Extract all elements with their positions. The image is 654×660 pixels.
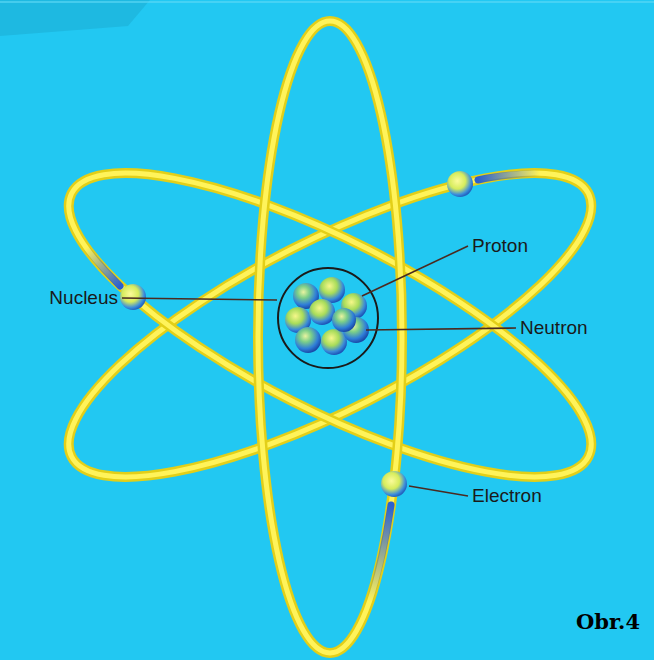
part-label: Proton [472, 234, 528, 258]
leader-line [409, 486, 468, 496]
orbit [258, 21, 402, 653]
nucleon [332, 308, 356, 332]
orbit-highlight [33, 118, 627, 533]
nucleon [295, 327, 321, 353]
electron-trail [87, 249, 120, 286]
orbit-highlight [258, 21, 402, 653]
electron-sphere [120, 284, 146, 310]
nucleus-circle [278, 268, 378, 368]
figure-number: Obr.4 [576, 610, 640, 634]
corner-band [0, 0, 150, 36]
electron-trail [478, 173, 538, 180]
leader-line [122, 298, 277, 300]
part-label: Electron [472, 484, 542, 508]
electron-sphere [447, 171, 473, 197]
leader-line [362, 246, 468, 296]
orbit [33, 118, 627, 533]
nucleon [309, 299, 335, 325]
electron-trail [370, 505, 391, 600]
part-label: Neutron [520, 316, 588, 340]
top-edge [0, 1, 654, 3]
part-label: Nucleus [49, 286, 118, 310]
leader-line [366, 328, 516, 330]
orbit-highlight [33, 118, 627, 533]
orbits [33, 21, 627, 653]
electron-sphere [381, 471, 407, 497]
nucleon [321, 329, 347, 355]
nucleus [278, 268, 378, 368]
electrons [120, 171, 473, 497]
orbit [33, 118, 627, 533]
